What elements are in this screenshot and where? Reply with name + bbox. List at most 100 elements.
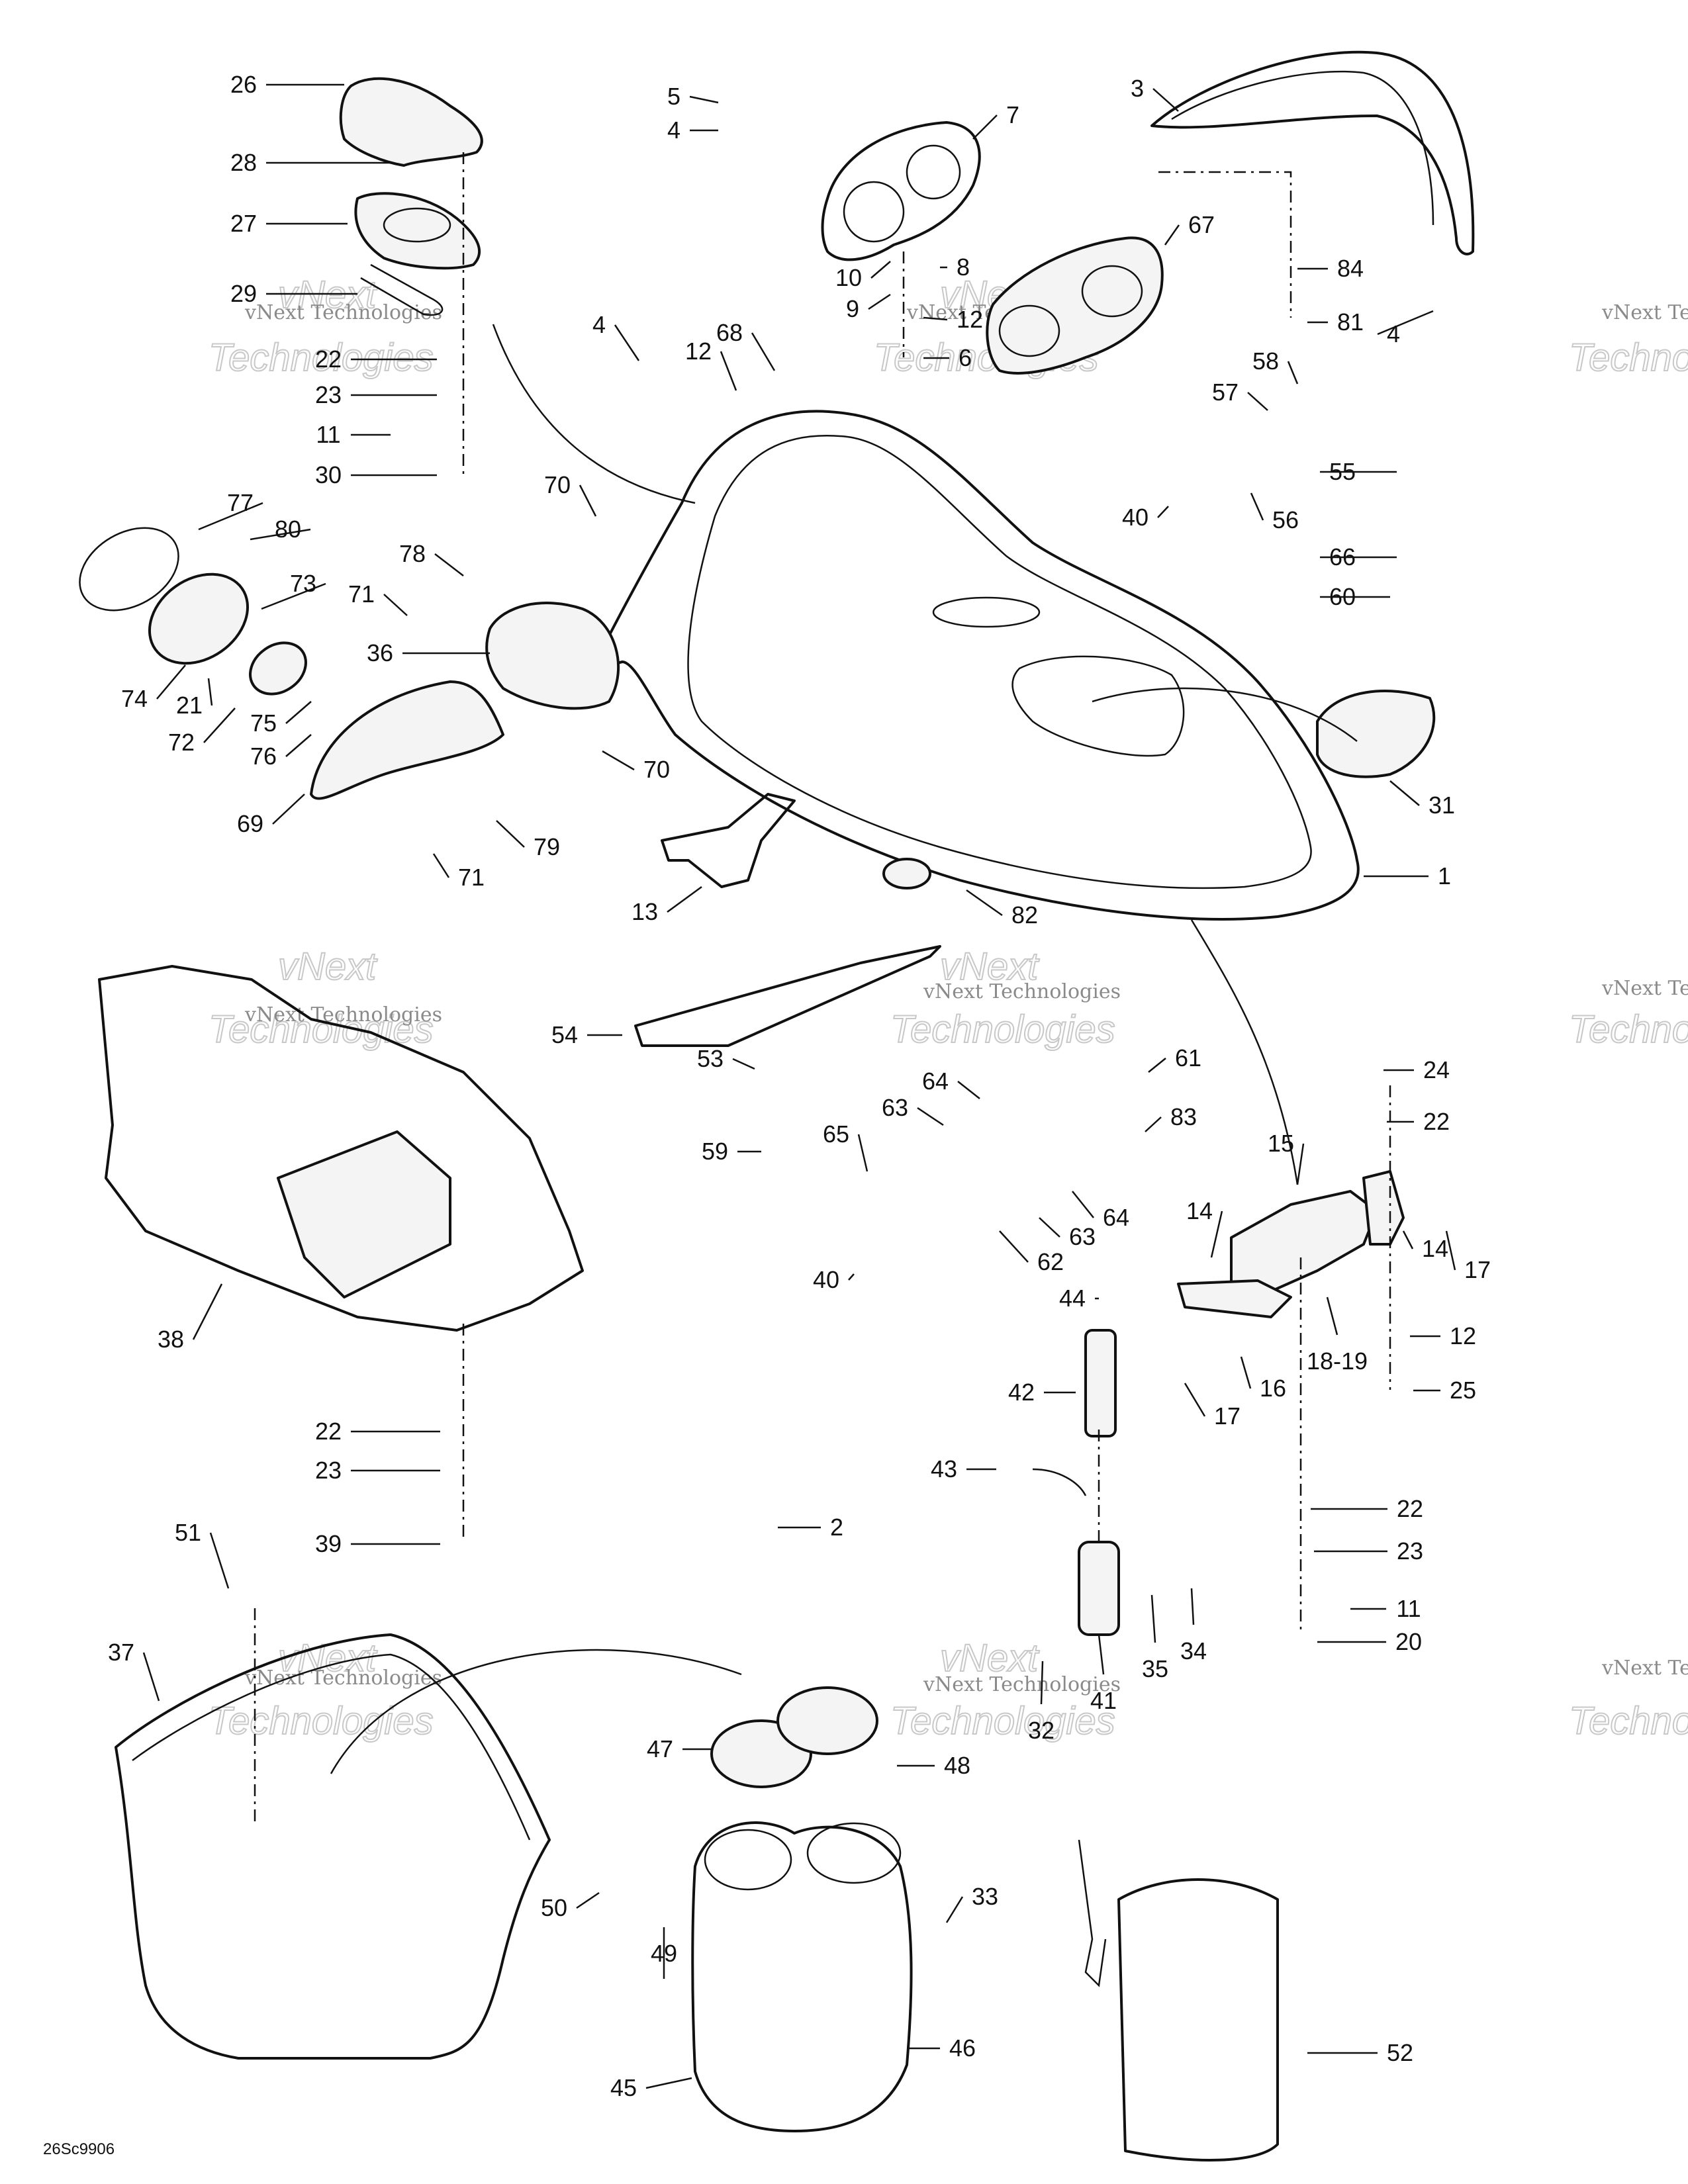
callout-11: 11 xyxy=(1350,1595,1421,1622)
callout-label: 38 xyxy=(158,1326,184,1353)
callout-9: 9 xyxy=(846,293,891,322)
callout-63: 63 xyxy=(882,1094,944,1126)
callout-48: 48 xyxy=(897,1752,970,1779)
watermark-small-8: vNext Technologies xyxy=(923,1673,1121,1696)
watermark-small-3: vNext Technologies xyxy=(1601,301,1688,324)
callout-label: 57 xyxy=(1212,379,1239,406)
callout-49: 49 xyxy=(651,1927,677,1979)
callout-label: 22 xyxy=(315,1418,342,1445)
callout-label: 82 xyxy=(1011,901,1038,929)
callout-leader xyxy=(1445,1230,1456,1271)
callout-leader xyxy=(857,1134,868,1172)
callout-label: 43 xyxy=(931,1455,957,1482)
callout-leader xyxy=(614,324,640,361)
callout-label: 6 xyxy=(959,344,972,371)
callout-6: 6 xyxy=(923,344,972,371)
callout-leader xyxy=(1287,361,1299,385)
callout-label: 40 xyxy=(1122,504,1149,531)
callout-8: 8 xyxy=(940,253,970,281)
callout-15: 15 xyxy=(1268,1130,1305,1185)
part-bent-rod xyxy=(661,793,796,888)
part-bin-opening-1 xyxy=(704,1829,792,1891)
callout-label: 16 xyxy=(1260,1375,1286,1402)
callout-leader xyxy=(1402,1230,1414,1250)
callout-label: 30 xyxy=(315,461,342,488)
callout-14: 14 xyxy=(1402,1230,1448,1262)
part-windshield xyxy=(1150,50,1475,255)
arrow-steering-to-body xyxy=(492,324,696,504)
callout-leader xyxy=(1150,1594,1156,1643)
callout-leader xyxy=(1098,1634,1105,1675)
callout-43: 43 xyxy=(931,1455,996,1482)
callout-label: 52 xyxy=(1387,2039,1413,2066)
callout-71: 71 xyxy=(432,853,485,891)
callout-47: 47 xyxy=(647,1735,712,1762)
callout-label: 77 xyxy=(227,489,254,516)
callout-39: 39 xyxy=(315,1530,440,1557)
callout-77: 77 xyxy=(198,489,263,531)
callout-23: 23 xyxy=(315,1457,440,1484)
watermark-big-2: Technologies xyxy=(209,336,434,379)
callout-leader xyxy=(870,261,891,279)
callout-leader xyxy=(203,707,236,743)
callout-label: 63 xyxy=(882,1094,908,1121)
callout-leader xyxy=(966,889,1003,917)
watermark-big-8: vNext xyxy=(940,945,1040,988)
callout-leader xyxy=(142,1652,160,1702)
callout-58: 58 xyxy=(1252,347,1299,385)
part-mirror-left xyxy=(485,602,620,710)
arrow-mirror-mount xyxy=(1092,687,1358,742)
callout-leader xyxy=(1145,1116,1162,1132)
part-gauge-support-hole-2 xyxy=(1081,265,1143,318)
callout-37: 37 xyxy=(108,1639,160,1702)
arrow-steering-to-hull xyxy=(1190,919,1299,1185)
part-underbody-tray xyxy=(98,965,584,1332)
callout-label: 69 xyxy=(237,810,263,837)
watermark-big-1: vNext xyxy=(278,273,378,316)
callout-44: 44 xyxy=(1059,1285,1099,1312)
callout-57: 57 xyxy=(1212,379,1268,411)
callout-leader xyxy=(1247,392,1268,411)
callout-label: 39 xyxy=(315,1530,342,1557)
callout-label: 11 xyxy=(1396,1595,1421,1622)
callout-label: 40 xyxy=(813,1266,839,1293)
callout-label: 46 xyxy=(949,2034,976,2062)
callout-30: 30 xyxy=(315,461,437,488)
callout-label: 21 xyxy=(176,692,203,719)
callout-label: 27 xyxy=(230,210,257,237)
callout-leader xyxy=(999,1230,1029,1263)
watermark-small-9: vNext Technologies xyxy=(1601,1657,1688,1680)
callout-2: 2 xyxy=(778,1514,843,1541)
callout-label: 75 xyxy=(250,709,277,737)
watermark-small-5: vNext Technologies xyxy=(923,980,1121,1003)
callout-1: 1 xyxy=(1364,862,1451,889)
arrow-lid-to-bin xyxy=(330,1649,742,1774)
part-body-inner xyxy=(687,434,1312,889)
part-glove-box-rim xyxy=(132,1653,531,1841)
callout-22: 22 xyxy=(315,1418,440,1445)
callout-label: 11 xyxy=(316,421,340,448)
callout-label: 35 xyxy=(1142,1655,1168,1682)
callout-label: 73 xyxy=(290,570,316,597)
callout-label: 61 xyxy=(1175,1044,1201,1071)
callout-31: 31 xyxy=(1389,780,1455,819)
callout-leader xyxy=(645,2077,692,2089)
part-gauge-bezel xyxy=(821,121,981,261)
callout-32: 32 xyxy=(1028,1661,1055,1744)
callout-leader xyxy=(209,1532,230,1589)
part-glove-box-bin xyxy=(115,1633,551,2060)
callout-62: 62 xyxy=(999,1230,1064,1275)
callout-74: 74 xyxy=(121,664,186,712)
part-shock-upper xyxy=(1084,1329,1117,1437)
part-gauge-hole-1 xyxy=(843,181,905,243)
watermark-big-13: vNext xyxy=(940,1637,1040,1680)
callout-label: 12 xyxy=(957,306,983,333)
callout-5: 5 xyxy=(667,83,719,110)
callout-label: 13 xyxy=(632,898,658,925)
callout-label: 79 xyxy=(534,833,560,860)
part-o-ring xyxy=(79,527,179,612)
callout-70: 70 xyxy=(602,750,670,783)
callout-13: 13 xyxy=(632,886,702,925)
callout-69: 69 xyxy=(237,794,305,837)
